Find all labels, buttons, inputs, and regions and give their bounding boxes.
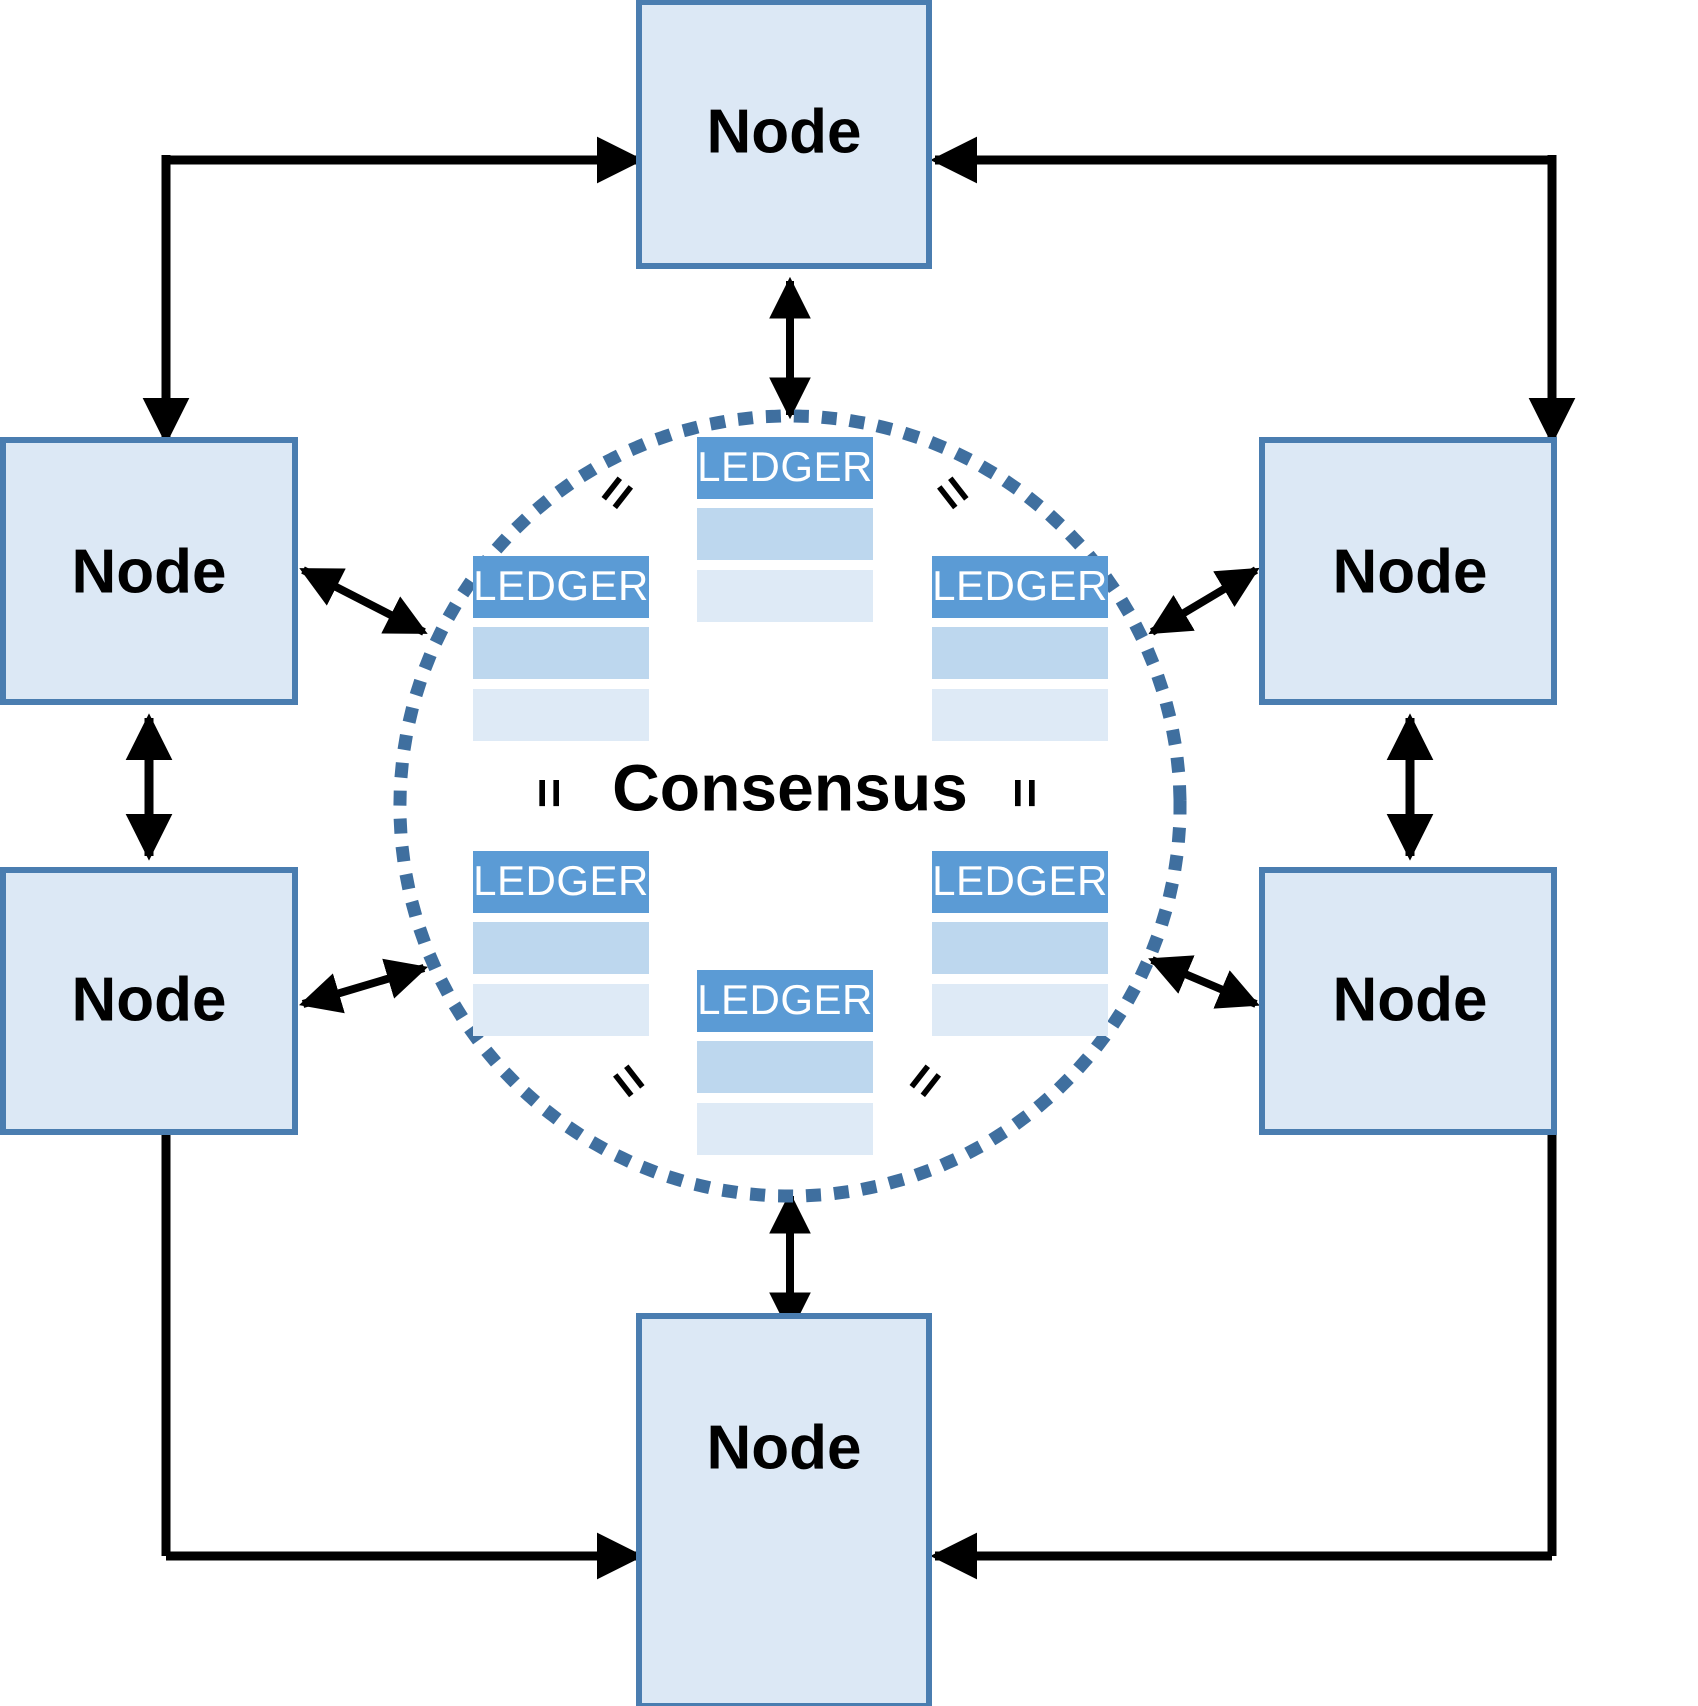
conn-left-upper-center — [299, 566, 428, 636]
node-bottom[interactable]: Node — [636, 1313, 932, 1706]
center-connectors — [299, 276, 1260, 1335]
ledger-bottom-center[interactable]: LEDGER — [697, 970, 873, 1155]
node-right-upper[interactable]: Node — [1259, 437, 1557, 705]
ledger-top-center-row-2 — [697, 570, 873, 622]
ledger-left-lower-row-2 — [473, 984, 649, 1036]
ledger-top-center-row-1 — [697, 508, 873, 560]
ledger-right-upper-row-2 — [932, 689, 1108, 741]
ledger-left-upper-row-1 — [473, 627, 649, 679]
conn-right-upper-center — [1148, 566, 1260, 636]
equals-mark-mid-right: = — [995, 778, 1053, 808]
ledger-bottom-center-row-1 — [697, 1041, 873, 1093]
node-left-lower-label: Node — [72, 965, 227, 1034]
ledger-right-upper-label: LEDGER — [932, 562, 1108, 609]
ledger-bottom-center-label: LEDGER — [697, 976, 873, 1023]
node-left-upper-label: Node — [72, 537, 227, 606]
node-right-upper-label: Node — [1333, 537, 1488, 606]
ledger-right-lower-row-1 — [932, 922, 1108, 974]
node-left-lower-box[interactable] — [0, 867, 298, 1135]
conn-left-lower-center — [299, 958, 428, 1014]
node-left-upper-box[interactable] — [0, 437, 298, 705]
ledger-stacks: LEDGER LEDGER LEDGER LEDGER — [473, 437, 1108, 1155]
ledger-left-upper-header[interactable] — [473, 556, 649, 618]
ledger-bottom-center-header[interactable] — [697, 970, 873, 1032]
ledger-top-center[interactable]: LEDGER — [697, 437, 873, 622]
ledger-right-lower[interactable]: LEDGER — [932, 851, 1108, 1036]
ledger-left-lower-row-1 — [473, 922, 649, 974]
equals-mark-lower-right: = — [893, 1051, 957, 1111]
ledger-bottom-center-row-2 — [697, 1103, 873, 1155]
node-boxes: Node Node Node Node Node Node — [0, 0, 1557, 1706]
node-right-upper-box[interactable] — [1259, 437, 1557, 705]
ledger-left-upper[interactable]: LEDGER — [473, 556, 649, 741]
ledger-right-upper-row-1 — [932, 627, 1108, 679]
ledger-right-upper[interactable]: LEDGER — [932, 556, 1108, 741]
ledger-left-lower-label: LEDGER — [473, 857, 649, 904]
ledger-left-lower[interactable]: LEDGER — [473, 851, 649, 1036]
ledger-right-upper-header[interactable] — [932, 556, 1108, 618]
node-left-upper[interactable]: Node — [0, 437, 298, 705]
ledger-left-lower-header[interactable] — [473, 851, 649, 913]
ledger-top-center-header[interactable] — [697, 437, 873, 499]
consensus-boundary-circle — [393, 409, 1187, 1203]
consensus-label: Consensus — [612, 750, 968, 824]
ledger-top-center-label: LEDGER — [697, 443, 873, 490]
node-top-label: Node — [707, 97, 862, 166]
node-left-lower[interactable]: Node — [0, 867, 298, 1135]
conn-right-lower-center — [1148, 955, 1260, 1009]
outer-ring-connectors — [125, 136, 1576, 1580]
ledger-right-lower-row-2 — [932, 984, 1108, 1036]
node-right-lower[interactable]: Node — [1259, 867, 1557, 1135]
node-bottom-label: Node — [707, 1413, 862, 1482]
equals-mark-upper-right: = — [920, 463, 984, 523]
node-top[interactable]: Node — [636, 0, 932, 269]
node-bottom-box[interactable] — [636, 1313, 932, 1706]
ledger-right-lower-header[interactable] — [932, 851, 1108, 913]
node-top-box[interactable] — [636, 0, 932, 269]
ledger-left-upper-row-2 — [473, 689, 649, 741]
equals-mark-lower-left: = — [596, 1051, 660, 1111]
equals-mark-mid-left: = — [521, 778, 579, 808]
node-right-lower-label: Node — [1333, 965, 1488, 1034]
node-right-lower-box[interactable] — [1259, 867, 1557, 1135]
ledger-right-lower-label: LEDGER — [932, 857, 1108, 904]
ledger-left-upper-label: LEDGER — [473, 562, 649, 609]
